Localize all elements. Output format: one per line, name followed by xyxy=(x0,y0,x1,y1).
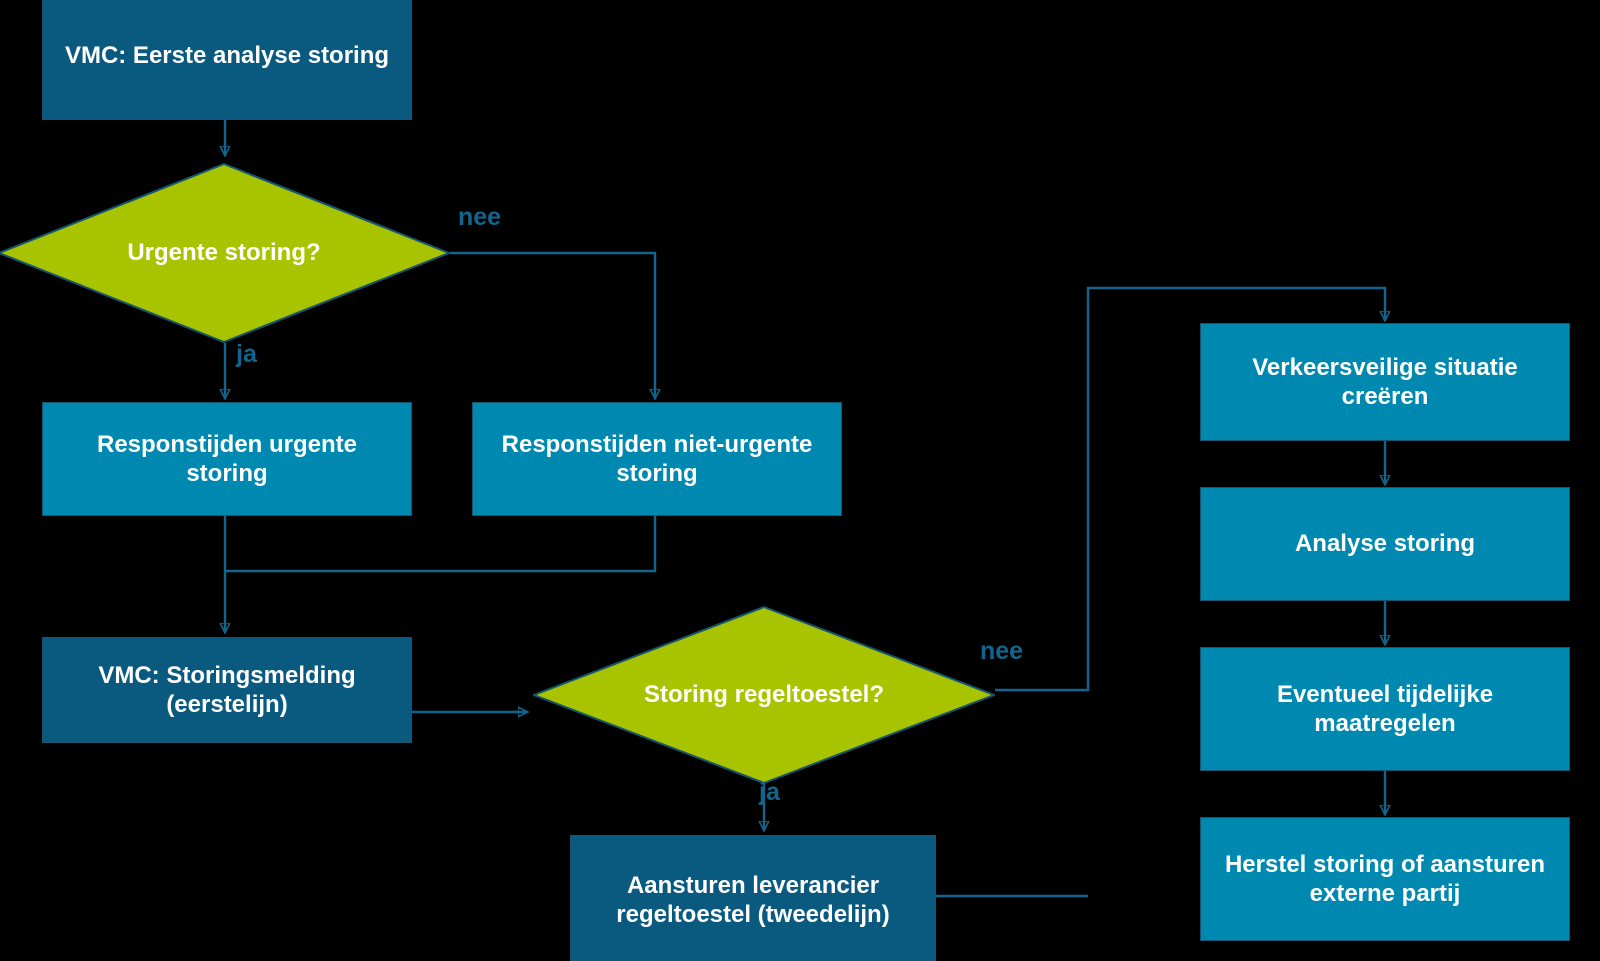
node-analyse-storing[interactable]: Analyse storing xyxy=(1200,487,1570,601)
node-aansturen-leverancier-regeltoestel[interactable]: Aansturen leverancier regeltoestel (twee… xyxy=(570,835,936,961)
node-label: Herstel storing of aansturen externe par… xyxy=(1224,850,1546,907)
node-label: Responstijden niet-urgente storing xyxy=(501,430,813,487)
edge-label-nee-urgente: nee xyxy=(458,203,502,231)
node-label: Storing regeltoestel? xyxy=(643,681,885,709)
node-label: Aansturen leverancier regeltoestel (twee… xyxy=(616,871,890,928)
node-responstijden-urgente-storing[interactable]: Responstijden urgente storing xyxy=(42,402,412,516)
edge-d1-n3-no xyxy=(450,251,655,398)
node-vmc-storingsmelding-eerstelijn[interactable]: VMC: Storingsmelding (eerstelijn) xyxy=(42,637,412,743)
node-responstijden-niet-urgente-storing[interactable]: Responstijden niet-urgente storing xyxy=(472,402,842,516)
node-label: VMC: Storingsmelding (eerstelijn) xyxy=(98,661,356,718)
node-eventueel-tijdelijke-maatregelen[interactable]: Eventueel tijdelijke maatregelen xyxy=(1200,647,1570,771)
edge-d2-n6-no xyxy=(995,286,1385,692)
node-storing-regeltoestel-decision[interactable]: Storing regeltoestel? xyxy=(533,606,995,784)
node-herstel-storing-of-aansturen-externe-partij[interactable]: Herstel storing of aansturen externe par… xyxy=(1200,817,1570,941)
node-verkeersveilige-situatie-creeren[interactable]: Verkeersveilige situatie creëren xyxy=(1200,323,1570,441)
edge-n3-n4 xyxy=(225,516,657,573)
node-vmc-eerste-analyse-storing[interactable]: VMC: Eerste analyse storing xyxy=(42,0,412,120)
node-label: Eventueel tijdelijke maatregelen xyxy=(1276,680,1494,737)
edge-label-nee-regeltoestel: nee xyxy=(980,637,1024,665)
diamond-shape xyxy=(0,163,450,343)
edge-label-ja-urgente: ja xyxy=(236,340,257,368)
node-label: Urgente storing? xyxy=(127,239,321,267)
node-label: Analyse storing xyxy=(1294,530,1476,558)
diamond-shape xyxy=(533,606,995,784)
node-label: Responstijden urgente storing xyxy=(96,430,358,487)
node-urgente-storing-decision[interactable]: Urgente storing? xyxy=(0,163,450,343)
node-label: VMC: Eerste analyse storing xyxy=(64,42,390,70)
node-label: Verkeersveilige situatie creëren xyxy=(1252,353,1518,410)
edge-label-ja-regeltoestel: ja xyxy=(759,778,780,806)
